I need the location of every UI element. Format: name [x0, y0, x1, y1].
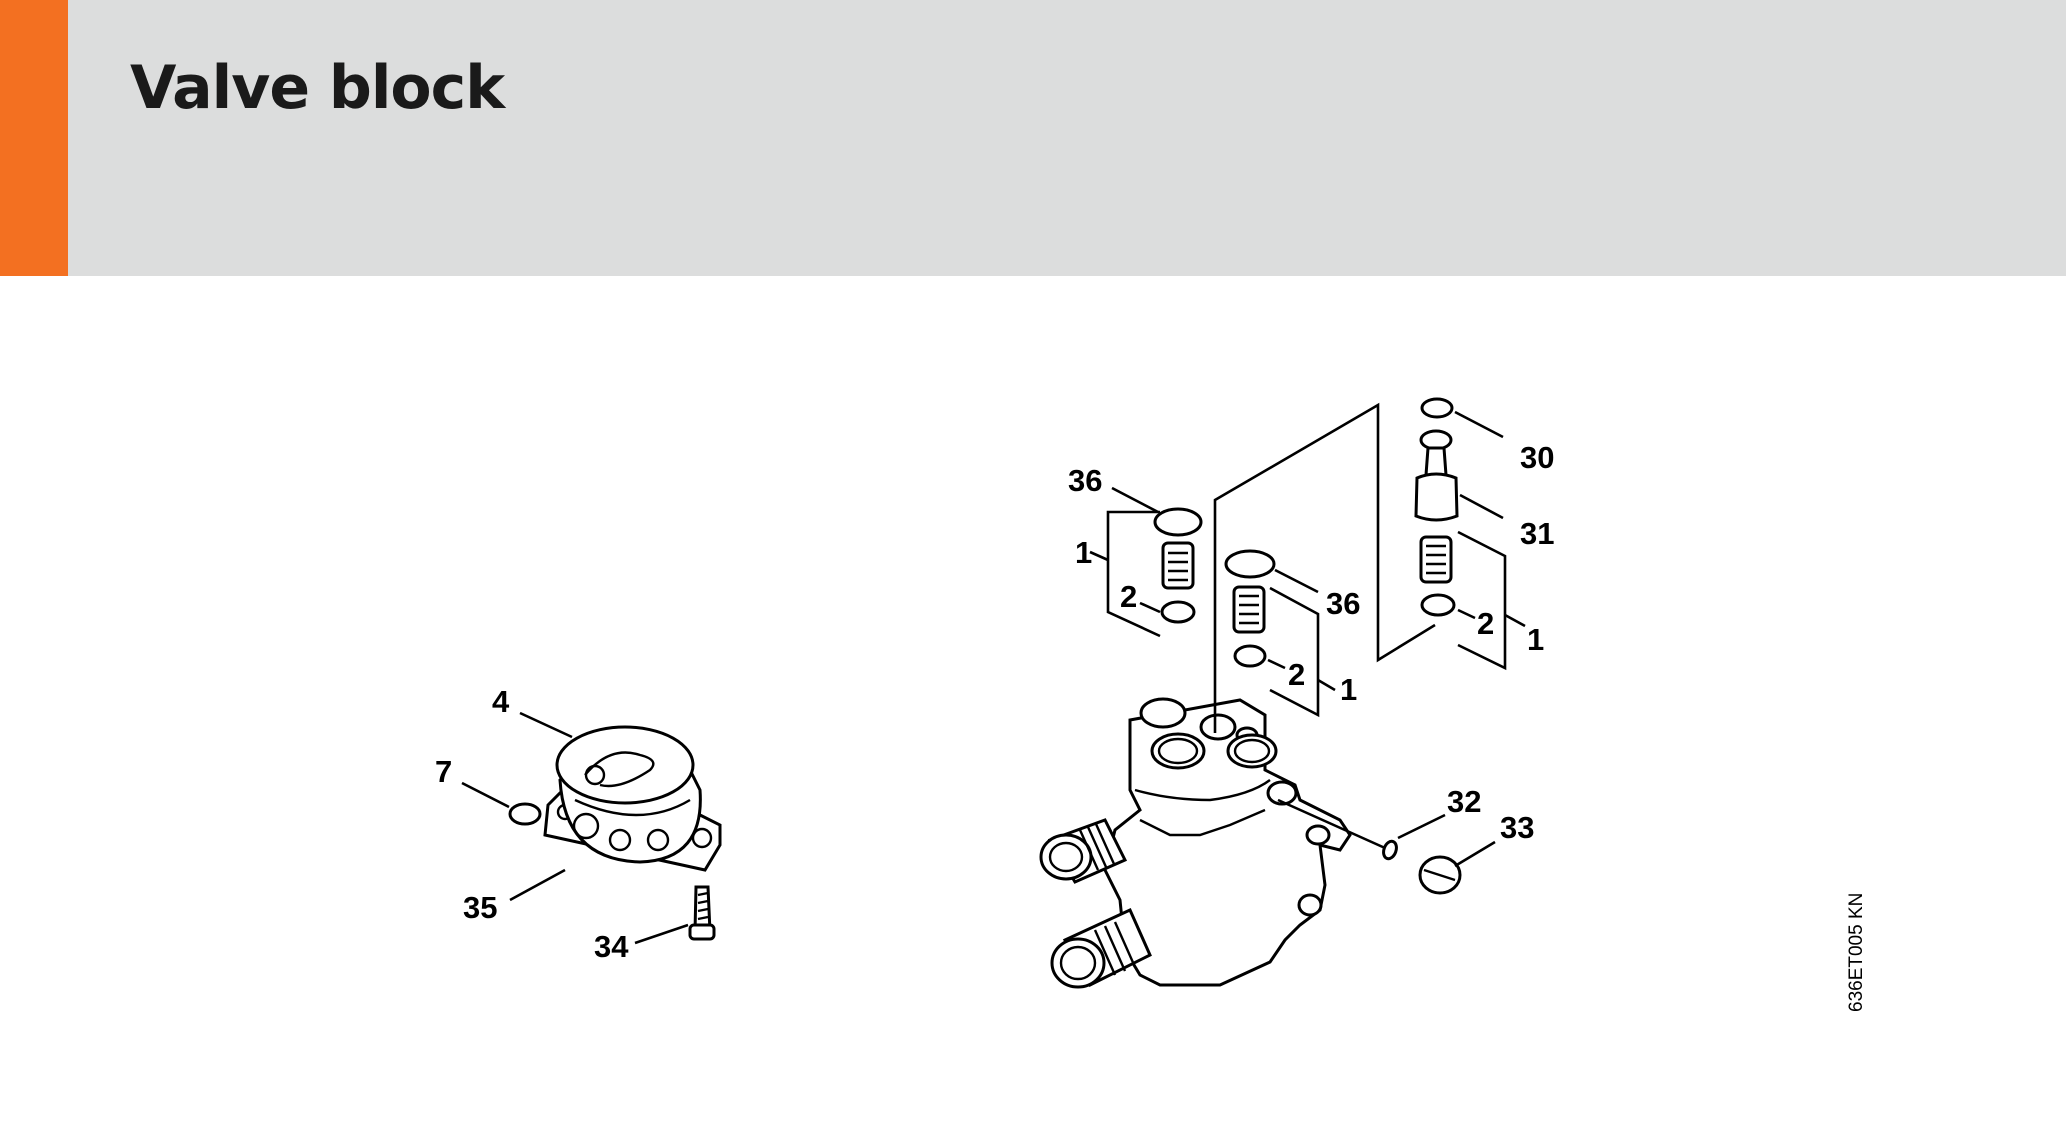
plug-slot	[1423, 868, 1456, 882]
left-cover-assembly	[508, 725, 722, 941]
callout-1-middle: 1	[1340, 672, 1357, 707]
valve-insert-part-1[interactable]	[1161, 541, 1195, 590]
pipe-lower-inner	[1059, 945, 1097, 981]
seal-ring-part-32[interactable]	[1381, 839, 1398, 861]
callout-7: 7	[435, 754, 452, 789]
screw-thread	[697, 891, 709, 921]
block-port-inner	[1233, 738, 1271, 764]
sleeve-part-31[interactable]	[1414, 472, 1459, 522]
callout-30: 30	[1520, 440, 1554, 475]
o-ring-part-2[interactable]	[1420, 593, 1456, 617]
o-ring-part-36[interactable]	[1153, 507, 1203, 537]
o-ring-part-2[interactable]	[1160, 600, 1196, 624]
callout-32: 32	[1447, 784, 1481, 819]
valve-block-assembly	[1039, 697, 1352, 989]
callout-2-middle: 2	[1288, 657, 1305, 692]
callout-31: 31	[1520, 516, 1554, 551]
orange-accent-bar	[0, 0, 68, 276]
valve-stack-right	[1414, 397, 1459, 617]
cover-port	[608, 828, 632, 852]
pipe-thread	[1078, 823, 1116, 871]
mount-hole	[1297, 893, 1323, 917]
plate-hole	[691, 827, 713, 849]
block-port	[1139, 697, 1187, 729]
valve-stack-middle	[1224, 549, 1276, 668]
block-edge	[1139, 808, 1266, 837]
cover-port	[646, 828, 670, 852]
callout-34: 34	[594, 929, 629, 964]
header-banner: Valve block	[0, 0, 2066, 276]
block-port	[1199, 713, 1237, 741]
o-ring-part-30[interactable]	[1420, 397, 1454, 419]
valve-insert-part-1[interactable]	[1419, 535, 1453, 584]
callout-2-left: 2	[1120, 579, 1137, 614]
valve-insert-part-1[interactable]	[1232, 585, 1266, 634]
side-port	[1305, 824, 1331, 846]
right-leader-lines	[1089, 410, 1526, 868]
pipe-upper-opening	[1039, 833, 1093, 881]
block-port-inner	[1157, 737, 1199, 765]
diaphragm-part-4[interactable]	[555, 725, 695, 805]
cover-port	[572, 812, 600, 840]
plunger-top	[1419, 429, 1453, 451]
cover-rim-line	[574, 798, 691, 817]
valve-stack-left	[1153, 507, 1203, 624]
screw-head	[688, 923, 716, 941]
callout-1-left: 1	[1075, 535, 1092, 570]
block-edge	[1134, 779, 1271, 802]
drawing-code: 636ET005 KN	[1846, 893, 1867, 1012]
plug-assembly	[1381, 839, 1462, 895]
page-title: Valve block	[130, 53, 505, 123]
callout-35: 35	[463, 890, 497, 925]
assembly-brackets	[1106, 402, 1507, 733]
pipe-thread	[1093, 921, 1137, 976]
callout-36-left: 36	[1068, 463, 1102, 498]
plunger-stem	[1424, 446, 1448, 477]
valve-spring	[1426, 544, 1446, 575]
callout-1-right: 1	[1527, 622, 1544, 657]
side-port	[1266, 780, 1298, 806]
pipe-upper-inner	[1048, 841, 1084, 873]
o-ring-part-2[interactable]	[1233, 644, 1267, 668]
callout-2-right: 2	[1477, 606, 1494, 641]
left-leader-lines	[461, 711, 689, 945]
valve-spring	[1168, 551, 1188, 582]
callout-labels: 4 7 35 34 36 1 2 36 2 1 30 31 2 1 32 33	[435, 440, 1554, 964]
callout-4: 4	[492, 684, 510, 719]
diaphragm-emboss	[584, 751, 655, 788]
o-ring-part-7[interactable]	[508, 802, 542, 826]
o-ring-part-36[interactable]	[1224, 549, 1276, 579]
callout-36-middle: 36	[1326, 586, 1360, 621]
valve-spring	[1239, 594, 1259, 625]
diaphragm-emboss	[584, 764, 606, 786]
callout-33: 33	[1500, 810, 1534, 845]
